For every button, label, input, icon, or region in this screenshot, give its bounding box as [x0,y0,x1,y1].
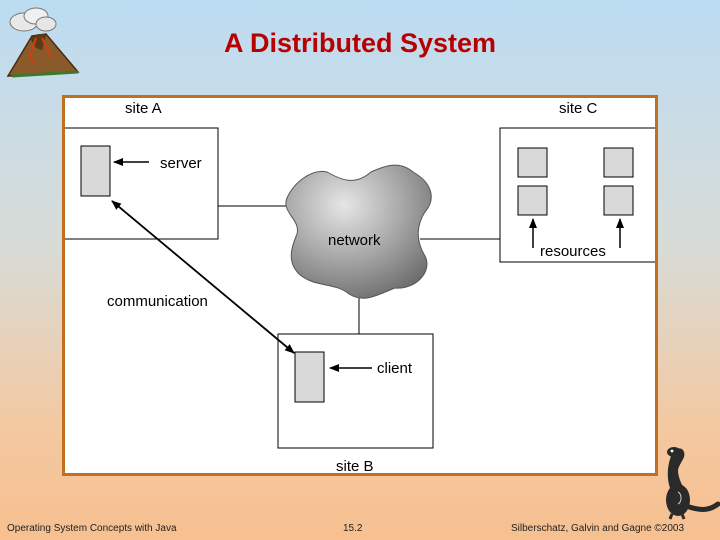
footer-right: Silberschatz, Galvin and Gagne ©2003 [511,523,685,534]
distributed-system-diagram [65,127,655,449]
footer-page-number: 15.2 [343,523,363,534]
resource-node-2 [603,147,634,178]
resource-node-3 [517,185,548,216]
server-node [80,145,111,197]
dinosaur-mascot-icon [666,447,720,520]
site-b-label: site B [336,458,374,475]
resource-node-4 [603,185,634,216]
slide-title: A Distributed System [223,28,497,58]
network-cloud [285,164,432,299]
site-a-label: site A [125,100,162,117]
volcano-logo-icon [6,7,80,78]
client-label: client [377,360,413,377]
site-c-label: site C [559,100,598,117]
footer-left: Operating System Concepts with Java [7,523,177,534]
resource-node-1 [517,147,548,178]
resources-label: resources [540,243,606,260]
server-label: server [160,155,202,172]
communication-arrow [111,200,295,354]
network-label: network [328,232,381,249]
client-node [294,351,325,403]
communication-label: communication [107,293,208,310]
diagram-frame: site A site C server network resources c… [62,95,658,476]
